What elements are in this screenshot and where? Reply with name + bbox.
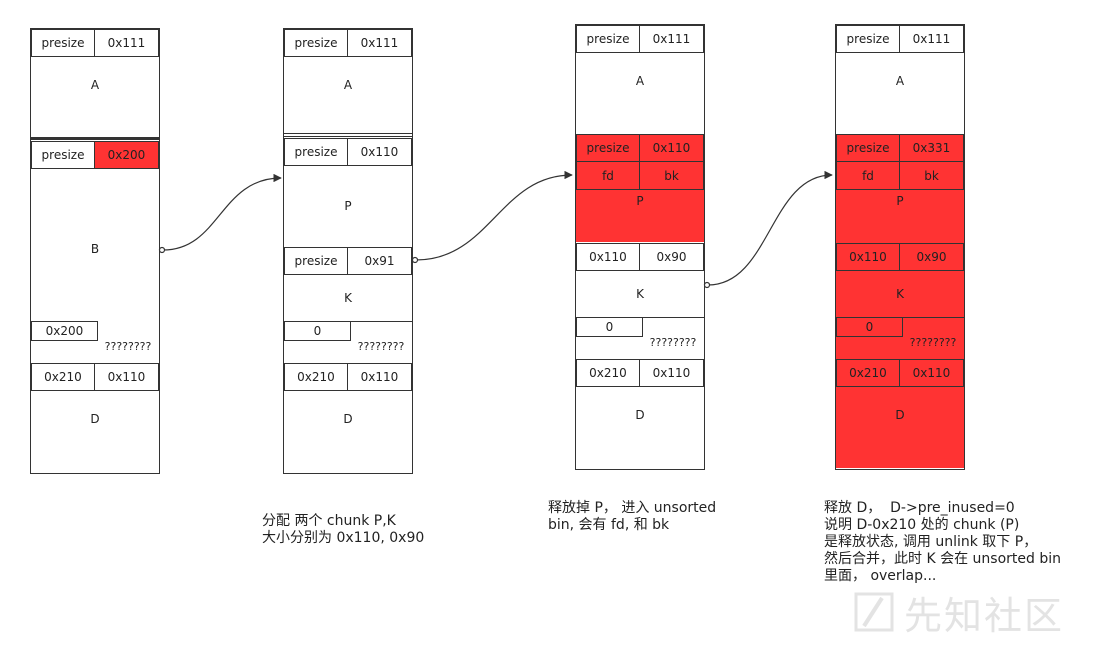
chunk-a-label: A [635, 73, 645, 88]
arrow-origin-stage2 [411, 256, 419, 264]
note-stage2: 分配 两个 chunk P,K 大小分别为 0x110, 0x90 [262, 513, 425, 546]
chunk-k-unknown: ???????? [649, 335, 697, 349]
chunk-p-presize: presize [836, 134, 900, 162]
chunk-d-label: D [343, 411, 353, 426]
watermark-logo-icon [854, 592, 894, 632]
chunk-d-label: D [635, 407, 645, 422]
chunk-p-label: P [576, 190, 704, 242]
chunk-d-label: D [895, 407, 905, 422]
chunk-p-bk: bk [899, 161, 964, 190]
chunk-k-label: K [836, 270, 964, 318]
chunk-a-size: 0x111 [899, 25, 964, 53]
chunk-k-foot: 0 [284, 321, 351, 341]
chunk-a-size: 0x111 [94, 29, 159, 57]
chunk-p-label: P [896, 194, 904, 208]
heap-stage1: presize 0x111 A presize 0x200 B 0x200 ??… [30, 28, 160, 474]
chunk-d-size: 0x110 [94, 363, 159, 391]
chunk-b-foot: 0x200 [31, 321, 98, 341]
chunk-d-size: 0x110 [347, 363, 412, 391]
watermark-text: 先知社区 [904, 593, 1065, 638]
note-stage3: 释放掉 P， 进入 unsorted bin, 会有 fd, 和 bk [548, 500, 717, 533]
chunk-p-presize: presize [576, 134, 640, 162]
note-stage4: 释放 D， D->pre_inused=0 说明 D-0x210 处的 chun… [824, 500, 1061, 584]
chunk-p-size: 0x110 [639, 134, 704, 162]
chunk-p-fd: fd [836, 161, 900, 190]
chunk-d-presize: 0x210 [836, 359, 900, 387]
arrow-stage3-to-stage4 [707, 170, 833, 286]
chunk-separator [31, 137, 159, 140]
chunk-d-size: 0x110 [899, 359, 964, 387]
heap-stage3: presize 0x111 A presize 0x110 fd bk P 0x… [575, 24, 705, 470]
chunk-k-foot: 0 [576, 317, 643, 337]
chunk-k-unknown: ???????? [357, 339, 405, 353]
chunk-p-bk: bk [639, 161, 704, 190]
heap-stage4: presize 0x111 A presize 0x331 fd bk P 0x… [835, 24, 965, 470]
chunk-a-label: A [90, 77, 100, 92]
arrow-stage2-to-stage3 [415, 170, 573, 261]
chunk-k-foot: 0 [836, 317, 903, 337]
chunk-p-size: 0x110 [347, 138, 412, 166]
chunk-b-unknown: ???????? [104, 339, 152, 353]
chunk-k-presize: 0x110 [836, 243, 900, 271]
chunk-a-size: 0x111 [639, 25, 704, 53]
arrow-stage1-to-stage2 [162, 173, 282, 251]
chunk-a-size: 0x111 [347, 29, 412, 57]
chunk-a-label: A [343, 77, 353, 92]
chunk-b-label: B [90, 242, 100, 256]
chunk-a-label: A [895, 73, 905, 88]
chunk-d-label: D [90, 411, 100, 426]
chunk-separator [284, 133, 412, 137]
chunk-k-unknown: ???????? [909, 335, 957, 349]
chunk-b-size: 0x200 [94, 141, 159, 169]
arrow-origin-stage1 [158, 246, 166, 254]
watermark: 先知社区 [852, 584, 1092, 640]
chunk-p-label: P [344, 199, 352, 213]
arrow-origin-stage3 [703, 281, 711, 289]
chunk-d-size: 0x110 [639, 359, 704, 387]
heap-stage2: presize 0x111 A presize 0x110 P presize … [283, 28, 413, 474]
